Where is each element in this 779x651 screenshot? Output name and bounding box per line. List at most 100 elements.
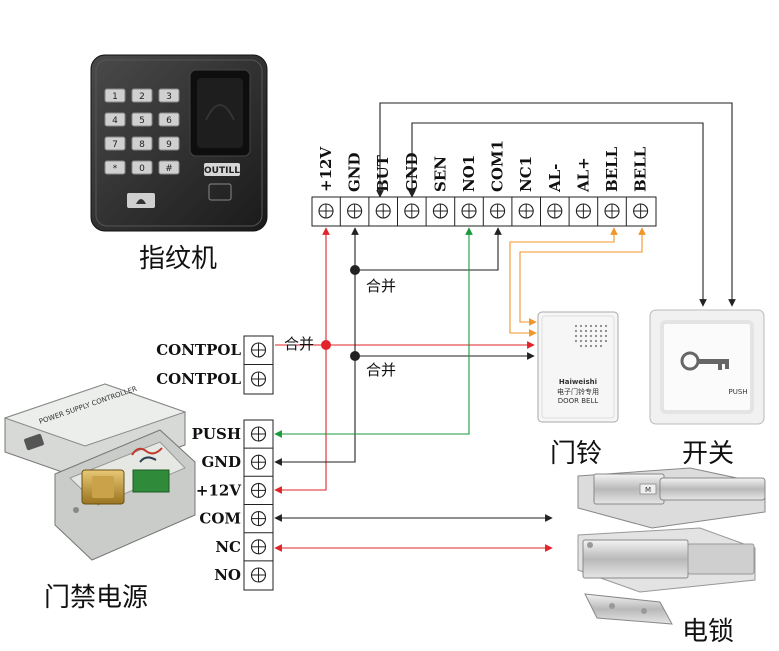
top-terminal-screw [518, 203, 534, 219]
exit-switch-label: 开关 [682, 439, 734, 469]
power-terminal-label: COM [199, 510, 241, 528]
wires [274, 102, 736, 552]
svg-text:6: 6 [166, 116, 172, 126]
top-terminal-label: NC1 [517, 156, 535, 192]
svg-text:5: 5 [139, 116, 145, 126]
keypad-key: 4 [104, 112, 126, 127]
svg-text:3: 3 [166, 92, 172, 102]
junction-note-1: 合并 [366, 277, 396, 295]
lock-label: 电锁 [682, 617, 734, 647]
doorbell-label: 门铃 [550, 439, 602, 469]
power-terminal-strip: PUSH GND +12V COM NC NO [192, 419, 274, 591]
power-terminal-label: GND [201, 453, 241, 471]
power-terminal-label: NC [215, 538, 241, 556]
junction-dot-black-1 [350, 265, 360, 275]
top-terminal-label: NO1 [460, 155, 478, 192]
brand-text: OUTILL [204, 166, 240, 176]
top-terminal-label: GND [346, 152, 364, 192]
keypad-key: 5 [131, 112, 153, 127]
svg-text:1: 1 [112, 92, 118, 102]
top-terminal-screw [404, 203, 420, 219]
brand-badge [204, 163, 240, 176]
wire-gnd-switch [408, 122, 707, 307]
keypad-key: # [158, 160, 180, 175]
keypad-key: 8 [131, 136, 153, 151]
fingerprint-label: 指纹机 [139, 244, 217, 274]
doorbell-line2: DOOR BELL [558, 397, 599, 405]
contpol-terminal-label: CONTPOL [156, 370, 241, 388]
top-terminal-label: BELL [603, 146, 621, 192]
fingerprint-reader: OUTILL 1 2 3 4 5 6 7 8 9 * 0 # [90, 54, 268, 232]
top-terminal-screw [461, 203, 477, 219]
top-terminal-label: AL- [546, 164, 564, 193]
key-icon [680, 351, 729, 371]
power-terminal-screw [250, 482, 267, 498]
top-terminal-label: COM1 [489, 140, 507, 192]
top-terminal-screw [432, 203, 448, 219]
svg-text:8: 8 [139, 140, 145, 150]
power-terminal-screw [250, 567, 267, 583]
top-terminal-screw [633, 203, 649, 219]
power-terminal-screw [250, 511, 267, 527]
contpol-terminal-label: CONTPOL [156, 341, 241, 359]
keypad-key: 6 [158, 112, 180, 127]
keypad-key: 9 [158, 136, 180, 151]
power-supply-label: 门禁电源 [44, 583, 148, 613]
junction-note-2: 合并 [284, 335, 314, 353]
svg-text:M: M [645, 486, 651, 494]
bell-icon [136, 199, 146, 204]
svg-text:7: 7 [112, 140, 118, 150]
keypad-key: 0 [131, 160, 153, 175]
power-terminal-screw [250, 426, 267, 442]
exit-switch-text: PUSH [728, 388, 747, 396]
keypad-key: 7 [104, 136, 126, 151]
junction-note-3: 合并 [366, 361, 396, 379]
svg-text:0: 0 [139, 164, 145, 174]
top-terminal-screw [547, 203, 563, 219]
wire-push-no1 [274, 227, 473, 438]
top-terminal-screw [347, 203, 363, 219]
contpol-terminal-strip: CONTPOL CONTPOL [156, 335, 274, 395]
svg-text:4: 4 [112, 116, 118, 126]
wire-gnd-com1 [355, 227, 502, 271]
top-terminal-label: AL+ [574, 157, 592, 193]
top-terminal-label: +12V [317, 147, 335, 192]
contpol-terminal-screw [250, 371, 267, 387]
top-terminal-label: BELL [632, 146, 650, 192]
svg-text:*: * [113, 164, 118, 174]
keypad: 1 2 3 4 5 6 7 8 9 * 0 # [104, 88, 180, 175]
top-terminal-screw [604, 203, 620, 219]
power-terminal-label: PUSH [192, 425, 241, 443]
doorbell-brand: Haiweishi [559, 378, 597, 386]
exit-switch-device: PUSH [649, 309, 765, 425]
keypad-key: 3 [158, 88, 180, 103]
junction-dot-black-2 [350, 351, 360, 361]
wire-bell2 [519, 227, 646, 326]
power-terminal-label: NO [214, 566, 241, 584]
electric-lock: M [577, 467, 766, 625]
power-terminal-screw [250, 539, 267, 555]
top-terminal-screw [575, 203, 591, 219]
top-terminal-label: SEN [431, 156, 449, 192]
svg-text:2: 2 [139, 92, 145, 102]
power-terminal-label: +12V [196, 481, 241, 499]
doorbell-line1: 电子门铃专用 [557, 387, 599, 396]
wire-12v [274, 227, 330, 494]
power-supply-unit: POWER SUPPLY CONTROLLER [3, 383, 196, 561]
top-terminal-screw [375, 203, 391, 219]
contpol-terminal-screw [250, 342, 267, 358]
keypad-key: 2 [131, 88, 153, 103]
keypad-key: * [104, 160, 126, 175]
doorbell-device: Haiweishi 电子门铃专用 DOOR BELL [537, 311, 619, 423]
keypad-key: 1 [104, 88, 126, 103]
top-terminal-screw [490, 203, 506, 219]
top-terminal-screw [318, 203, 334, 219]
power-terminal-screw [250, 454, 267, 470]
svg-text:#: # [165, 164, 173, 174]
svg-text:9: 9 [166, 140, 172, 150]
junction-dot-red [321, 340, 331, 350]
wire-but-switch [376, 102, 736, 307]
top-terminal-label: BUT [374, 154, 392, 192]
